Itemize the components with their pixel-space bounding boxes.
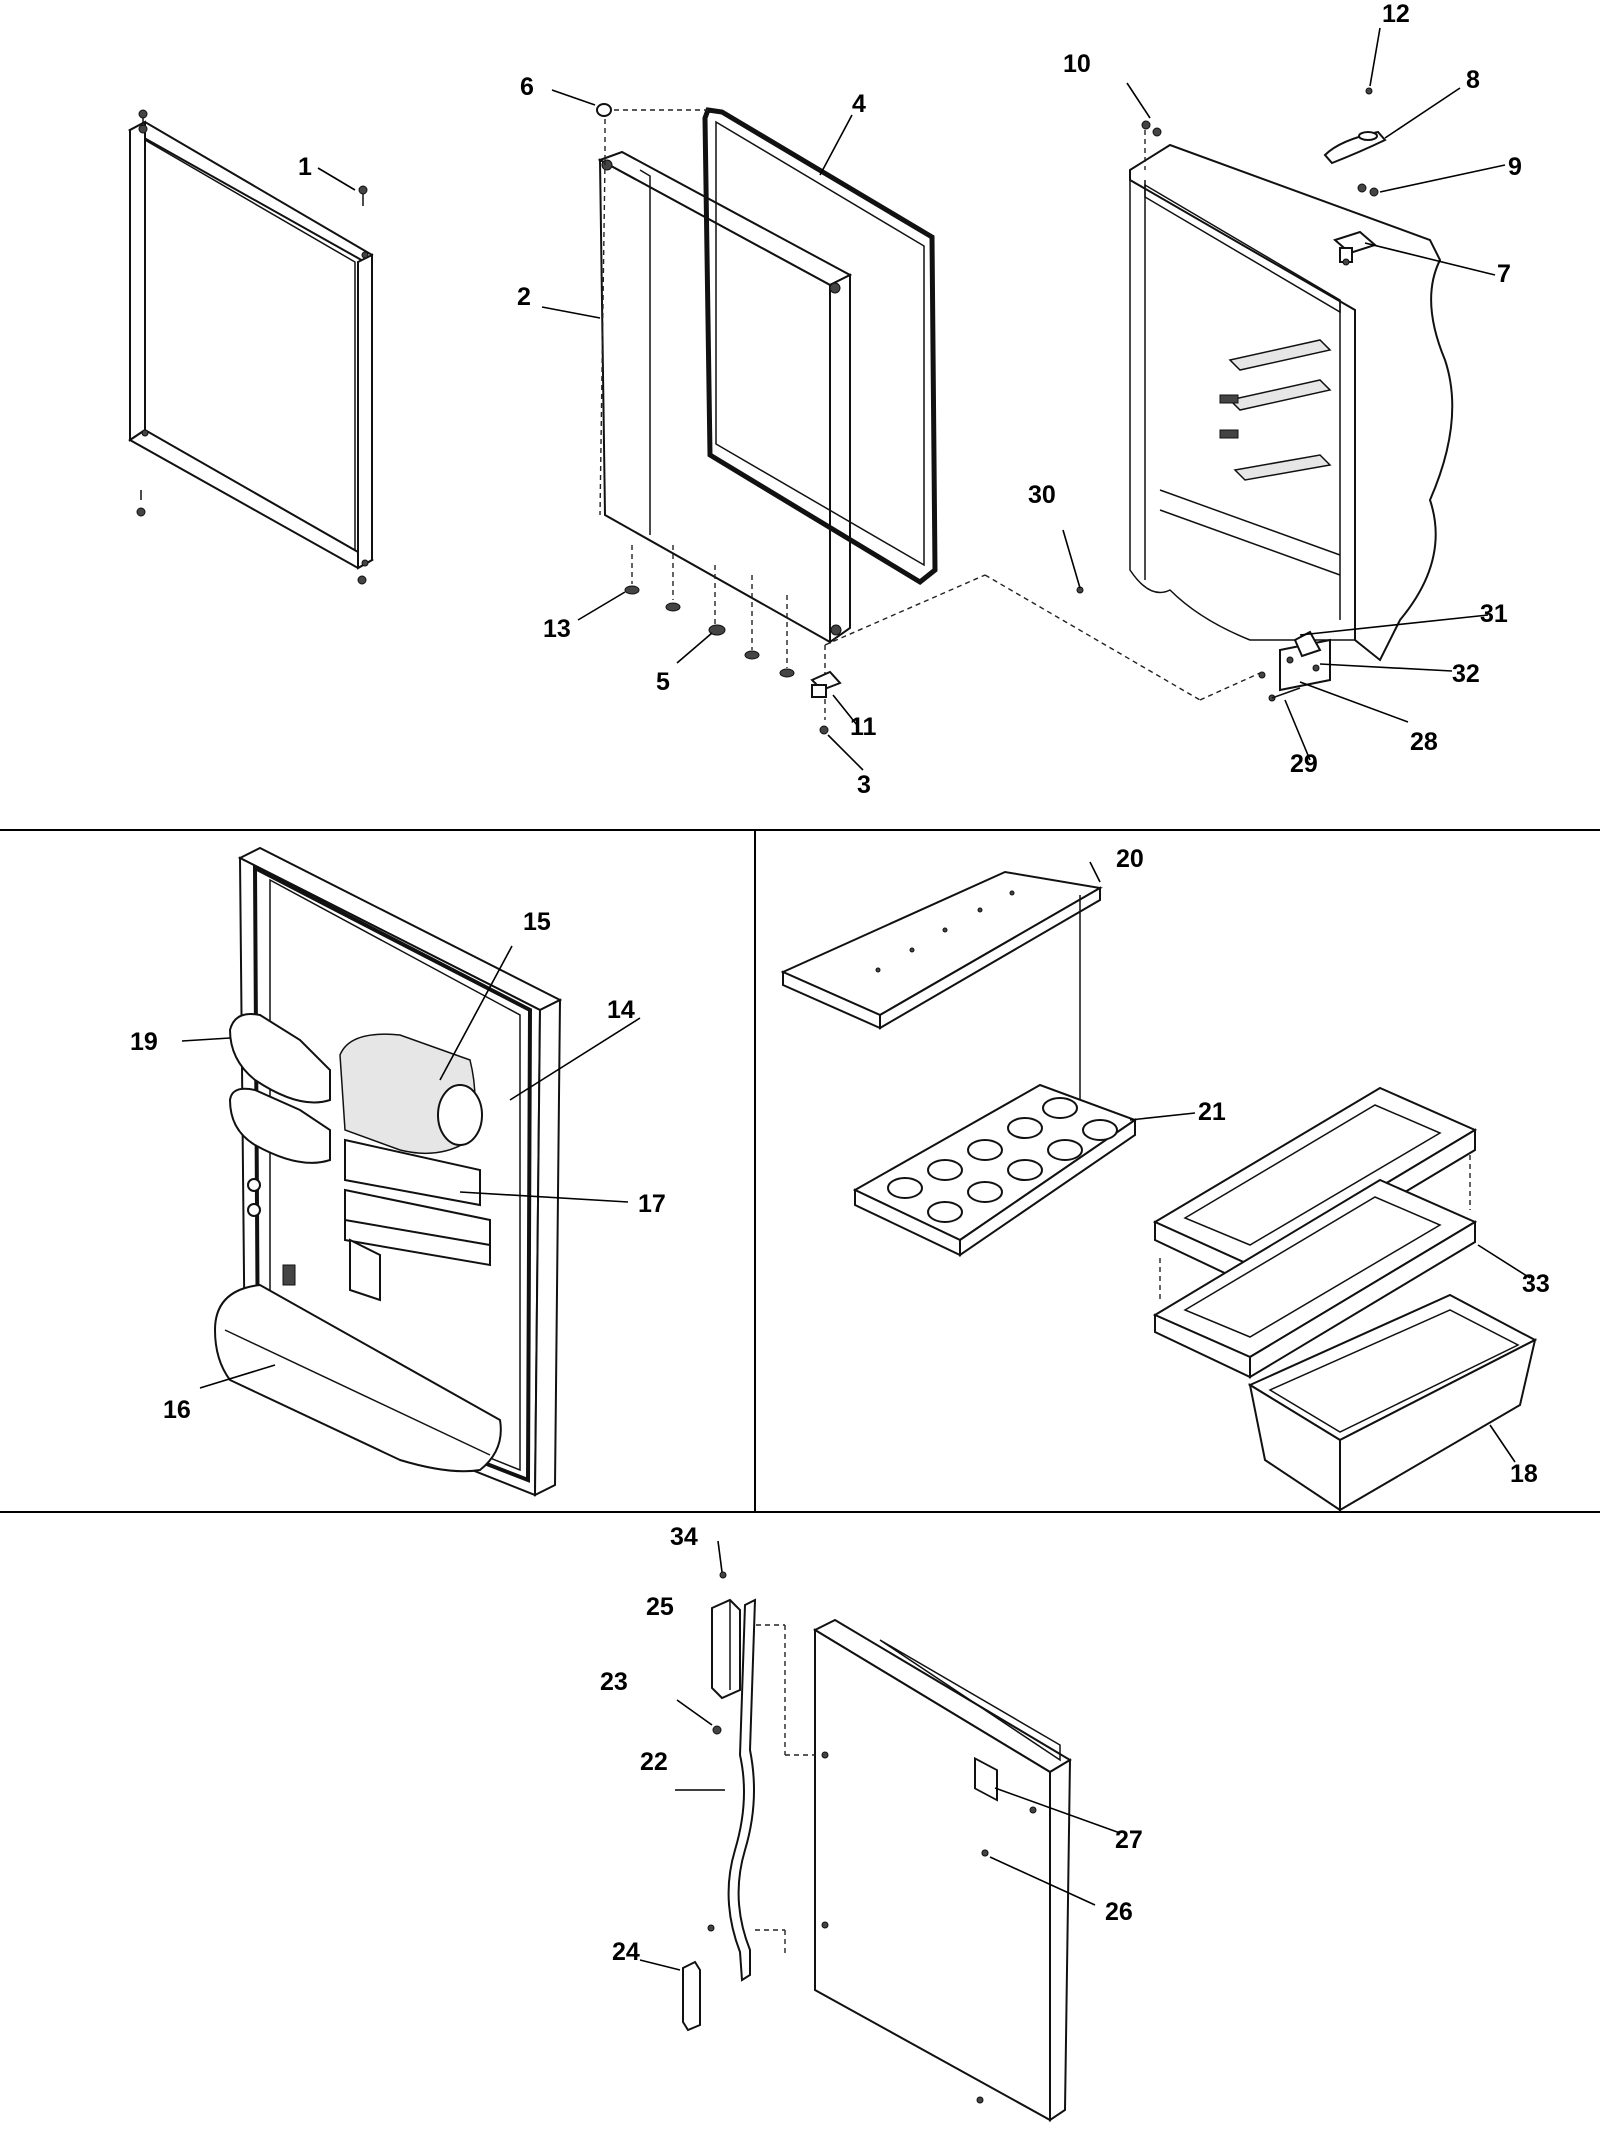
leader-lines	[181, 27, 1531, 1971]
callout-33: 33	[1522, 1270, 1550, 1298]
callout-8: 8	[1466, 66, 1480, 94]
callout-16: 16	[163, 1396, 191, 1424]
ice-bin	[1247, 1293, 1538, 1512]
callout-3: 3	[857, 771, 871, 799]
callout-27: 27	[1115, 1826, 1143, 1854]
refrigerator-cabinet	[1129, 130, 1454, 662]
callout-30: 30	[1028, 481, 1056, 509]
callout-23: 23	[600, 1668, 628, 1696]
screws-top-right	[1141, 87, 1379, 197]
section-dividers	[0, 829, 1600, 1513]
callout-25: 25	[646, 1593, 674, 1621]
door-panel	[597, 150, 853, 644]
egg-cups	[887, 1097, 1118, 1223]
callout-21: 21	[1198, 1098, 1226, 1126]
callout-24: 24	[612, 1938, 640, 1966]
shelf	[780, 870, 1103, 1128]
callout-10: 10	[1063, 50, 1091, 78]
outer-door-panel	[812, 1618, 1072, 2122]
callout-4: 4	[852, 90, 866, 118]
hinge-bracket-11	[810, 670, 842, 735]
callout-28: 28	[1410, 728, 1438, 756]
callout-5: 5	[656, 668, 670, 696]
callout-6: 6	[520, 73, 534, 101]
callout-2: 2	[517, 283, 531, 311]
door-handle	[727, 1598, 815, 1982]
callout-11: 11	[850, 713, 877, 741]
callout-34: 34	[670, 1523, 698, 1551]
ice-cube-trays	[1152, 1086, 1478, 1379]
callout-32: 32	[1452, 660, 1480, 688]
handle-cap-25	[711, 1598, 741, 1700]
screws-bottom	[707, 1571, 989, 1932]
callout-13: 13	[543, 615, 571, 643]
inner-door-assembly	[213, 846, 563, 1497]
callout-20: 20	[1116, 845, 1144, 873]
handle-cap-24	[682, 1960, 701, 2032]
callout-26: 26	[1105, 1898, 1133, 1926]
callout-12: 12	[1382, 0, 1410, 28]
callout-19: 19	[130, 1028, 158, 1056]
callout-31: 31	[1480, 600, 1508, 628]
door-gasket	[702, 107, 938, 586]
callout-7: 7	[1497, 260, 1511, 288]
callout-labels: 1 2 3 4 5 6 7 8 9 10 11 12 13 14 15 16 1…	[130, 0, 1550, 1966]
callout-18: 18	[1510, 1460, 1538, 1488]
egg-tray	[852, 1083, 1138, 1257]
door-frame	[127, 120, 375, 570]
assembly-lines-top-middle	[599, 109, 1261, 720]
plugs	[596, 103, 795, 678]
callout-1: 1	[298, 153, 312, 181]
callout-29: 29	[1290, 750, 1318, 778]
callout-15: 15	[523, 908, 551, 936]
screw-1	[136, 109, 368, 585]
hinge-cover-8	[1323, 130, 1387, 165]
callout-17: 17	[638, 1190, 666, 1218]
lower-hinge-assembly	[1258, 630, 1331, 702]
callout-9: 9	[1508, 153, 1522, 181]
callout-22: 22	[640, 1748, 668, 1776]
callout-14: 14	[607, 996, 635, 1024]
